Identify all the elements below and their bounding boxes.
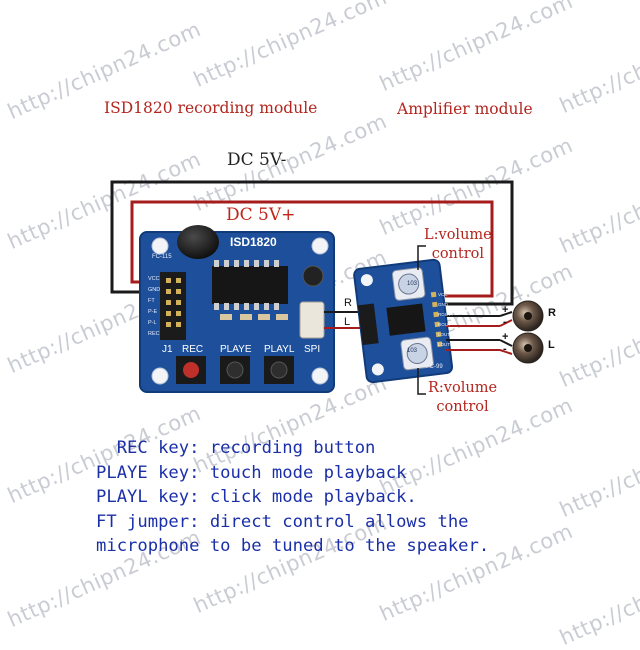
left-volume-label: L:volume control	[424, 227, 492, 262]
pin-label: VCC	[148, 276, 160, 282]
amp-input-header	[357, 303, 379, 346]
amp-pin-label: GND	[438, 302, 448, 307]
wire-dc-negative	[110, 180, 514, 306]
pointer-left-volume	[417, 245, 426, 270]
isd-chip-title: ISD1820	[230, 235, 277, 249]
amp-model: FC-99	[426, 364, 443, 370]
amp-pin-label: LOUT-	[438, 342, 452, 347]
terminal-minus: -	[503, 343, 507, 355]
description-line: REC key: recording button	[96, 438, 376, 458]
rail-negative-label: DC 5V-	[227, 150, 287, 170]
amp-pin-label: LOUT+	[438, 332, 453, 337]
pot-label: 103	[407, 348, 418, 354]
wire-dc-positive	[130, 200, 494, 298]
amp-pin-label: ROUT+	[438, 312, 454, 317]
speaker-r-label: R	[548, 307, 556, 319]
description-block: REC key: recording button PLAYE key: tou…	[96, 436, 489, 559]
isd1820-board	[139, 225, 335, 393]
pin-header	[160, 272, 186, 340]
description-line: PLAYL key: click mode playback.	[96, 487, 417, 508]
amplifier-board	[353, 258, 454, 384]
right-volume-label: R:volume control	[428, 380, 498, 415]
terminal-plus: +	[502, 331, 509, 343]
pin-label: FT	[148, 298, 155, 304]
pin-label: P-E	[148, 309, 158, 315]
spi-label: SPI	[304, 344, 321, 355]
microphone	[177, 225, 219, 259]
terminal-plus: +	[502, 304, 509, 316]
speaker-connector	[299, 301, 325, 339]
playl-button-label: PLAYL	[264, 344, 295, 355]
rec-button-label: REC	[182, 344, 204, 355]
channel-l-label: L	[344, 316, 351, 328]
terminal-minus: -	[503, 316, 507, 328]
pin-label: P-L	[148, 320, 157, 326]
description-line: PLAYE key: touch mode playback	[96, 462, 407, 483]
j1-label: J1	[162, 344, 173, 355]
pot-label: 103	[407, 281, 418, 287]
rail-positive-label: DC 5V+	[226, 205, 296, 225]
isd-module-heading: ISD1820 recording module	[104, 99, 318, 117]
pin-label: GND	[148, 287, 161, 293]
isd-model: FC-115	[152, 254, 172, 260]
pointer-right-volume	[417, 368, 426, 395]
amp-pin-label: VCC	[438, 292, 448, 297]
ic-chip	[212, 266, 288, 304]
amp-pin-label: ROUT-	[438, 322, 452, 327]
description-line: FT jumper: direct control allows the	[96, 511, 469, 532]
pin-label: REC	[148, 331, 160, 337]
description-line: microphone to be tuned to the speaker.	[96, 536, 490, 557]
channel-r-label: R	[344, 297, 352, 309]
speaker-l-label: L	[548, 339, 555, 351]
amp-chip	[386, 303, 426, 336]
amp-module-heading: Amplifier module	[397, 100, 533, 118]
playe-button-label: PLAYE	[220, 344, 252, 355]
